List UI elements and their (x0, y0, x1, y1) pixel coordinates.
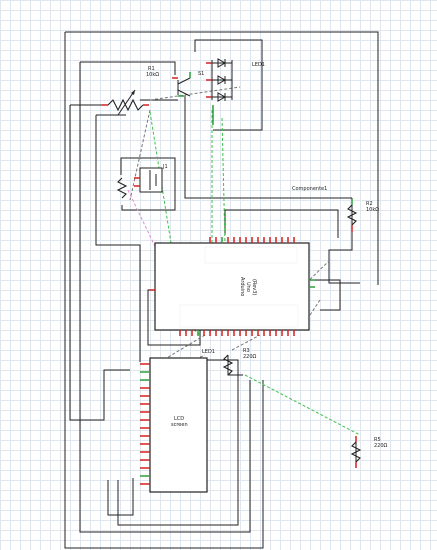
arduino-bottom-pins (179, 330, 295, 336)
lcd-body (149, 357, 208, 493)
led1-top-name: LED1 (252, 62, 265, 68)
r1-body (107, 98, 144, 112)
lcd-title-2: screen (171, 422, 188, 428)
wire-r2[interactable] (328, 198, 360, 284)
wire-arduino-top[interactable] (224, 209, 339, 238)
wire-j1-loop[interactable] (120, 157, 176, 211)
s1-collector (177, 77, 191, 85)
ratsnest-arduino-lcd[interactable] (149, 334, 206, 369)
r3-resistor[interactable]: R3 220Ω (222, 348, 257, 376)
r5-body (350, 441, 362, 463)
wire-s1-top[interactable] (194, 39, 263, 131)
arduino-pin-labels (179, 246, 299, 328)
r1-potentiometer[interactable]: R1 10kΩ (102, 66, 159, 116)
arduino-side-pins (149, 279, 315, 291)
led-1 (212, 58, 232, 68)
arduino-title: Arduino Uno (Rev3) (239, 277, 257, 296)
ratsnest-led-arduino-2[interactable] (221, 117, 226, 246)
ratsnest-r3-right[interactable] (231, 334, 261, 351)
r2-name: R2 (366, 201, 373, 207)
arduino-uno[interactable]: Arduino Uno (Rev3) (149, 237, 315, 336)
wires (64, 31, 379, 549)
j1-body (139, 167, 163, 193)
ratsnest-r3-r5[interactable] (244, 374, 361, 436)
r3-value: 220Ω (243, 354, 257, 360)
r2-resistor[interactable]: R2 10kΩ (346, 199, 379, 232)
s1-name: S1 (198, 71, 204, 77)
ratsnest-r1-arduino[interactable] (149, 111, 186, 331)
r5-resistor[interactable]: R5 220Ω (350, 436, 388, 468)
r2-value: 10kΩ (366, 207, 379, 213)
r5-name: R5 (374, 437, 381, 443)
lcd-pins (140, 363, 150, 485)
r1-value: 10kΩ (146, 72, 159, 78)
lcd-title-1: LCD (174, 416, 184, 422)
wire-lcd-right[interactable] (117, 359, 239, 526)
led-2 (212, 75, 232, 85)
s1-switch[interactable]: S1 (172, 71, 204, 97)
wire-left-3[interactable] (69, 105, 130, 421)
wire-lcd-left[interactable] (107, 478, 134, 516)
j1-name: J1 (162, 164, 168, 170)
led1-bottom-name: LED1 (202, 349, 215, 355)
r3-name: R3 (243, 348, 250, 354)
lcd-screen[interactable]: LCD screen (140, 357, 208, 493)
arduino-title-3: (Rev3) (251, 279, 257, 295)
wire-left-2-down[interactable] (79, 62, 251, 533)
r5-value: 220Ω (374, 443, 388, 449)
j1-connector[interactable]: J1 (116, 164, 168, 199)
wire-top-loop[interactable] (65, 31, 379, 285)
r2-body (346, 204, 358, 226)
wire-left-outer[interactable] (64, 32, 264, 549)
r3-body (222, 354, 234, 376)
wire-left-2[interactable] (80, 61, 176, 75)
ratsnest-r1-s1[interactable] (149, 86, 241, 101)
arduino-top-pins (209, 237, 295, 243)
arduino-title-2: Uno (245, 282, 251, 292)
ratsnest-r1-j1[interactable] (129, 109, 151, 201)
group-label: Componente1 (292, 186, 327, 192)
r1-wiper-arrow-icon (131, 90, 135, 95)
s1-emitter (177, 89, 191, 97)
r1-wiper (117, 89, 136, 116)
j1-resistor (116, 177, 128, 199)
led-3 (212, 92, 232, 102)
arduino-title-1: Arduino (239, 277, 245, 296)
arduino-body (154, 242, 310, 331)
wire-left-4-down[interactable] (95, 115, 141, 362)
r1-name: R1 (148, 66, 155, 72)
wire-arduino-right[interactable] (309, 279, 341, 311)
led1-top[interactable]: LED1 (206, 58, 265, 125)
wire-s1-down[interactable] (184, 95, 352, 199)
